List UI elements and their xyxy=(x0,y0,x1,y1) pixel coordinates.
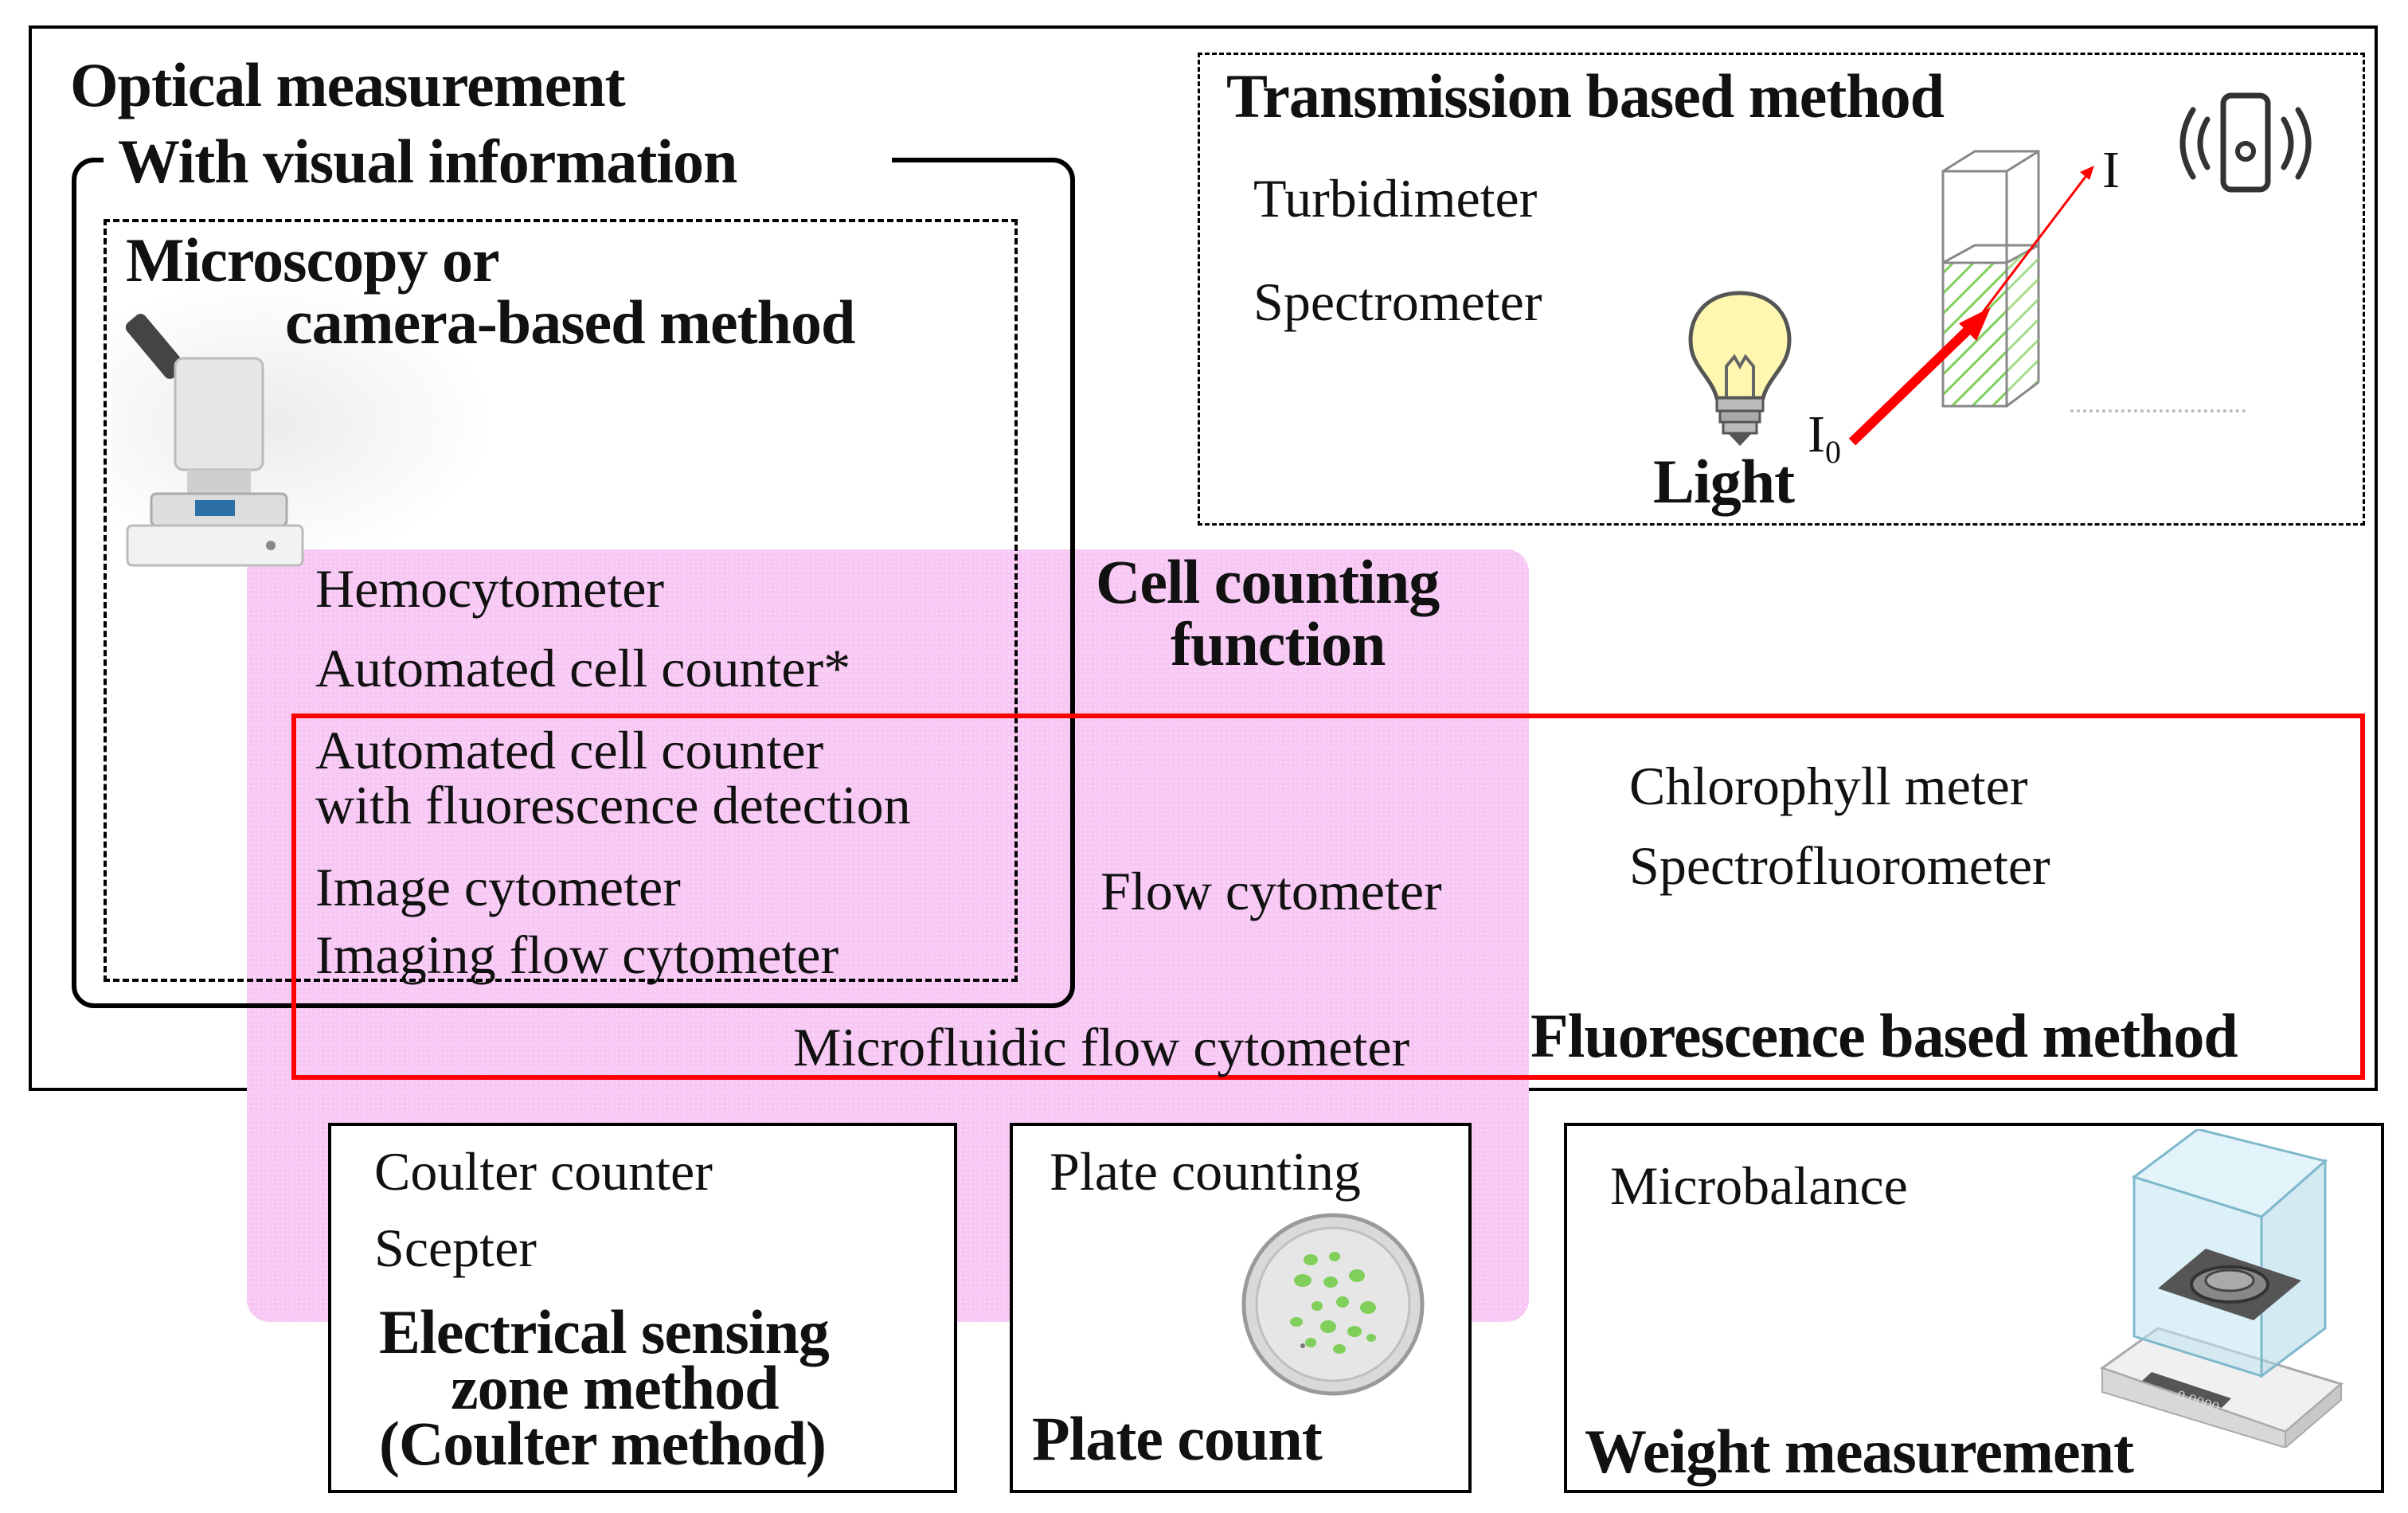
weight-title: Weight measurement xyxy=(1585,1417,2134,1486)
automated-fluor-label-2: with fluorescence detection xyxy=(315,775,911,835)
imaging-flow-label: Imaging flow cytometer xyxy=(315,925,839,985)
cell-counting-title-1: Cell counting xyxy=(1096,547,1440,616)
plate-count-title: Plate count xyxy=(1032,1404,1323,1473)
phone-signal-icon xyxy=(2179,92,2312,193)
fluorescence-title: Fluorescence based method xyxy=(1530,1001,2238,1070)
transmission-title: Transmission based method xyxy=(1226,61,1945,131)
scepter-label: Scepter xyxy=(374,1218,537,1278)
faint-dashes xyxy=(2070,409,2246,412)
automated-counter-label: Automated cell counter* xyxy=(315,638,851,698)
microscopy-box xyxy=(104,219,1018,982)
turbidimeter-label: Turbidimeter xyxy=(1253,168,1538,229)
microscope-icon xyxy=(125,314,304,567)
visual-title: With visual information xyxy=(113,126,753,197)
incident-i-subscript: 0 xyxy=(1824,434,1841,471)
cuvette-icon xyxy=(1848,150,2094,446)
microscopy-title-1: Microscopy or xyxy=(126,225,500,295)
balance-icon: 0.0000 xyxy=(2099,1129,2344,1448)
hemocytometer-label: Hemocytometer xyxy=(315,558,665,619)
microbalance-label: Microbalance xyxy=(1610,1155,1908,1216)
petri-dish-icon xyxy=(1241,1213,1425,1396)
transmission-box xyxy=(1198,53,2365,526)
incident-i-text: I xyxy=(1808,405,1825,463)
flow-cytometer-label: Flow cytometer xyxy=(1100,861,1442,921)
incident-i0-label: I0 xyxy=(1808,405,1841,471)
spectrometer-label: Spectrometer xyxy=(1253,272,1542,332)
light-bulb-icon xyxy=(1688,291,1792,446)
image-cytometer-label: Image cytometer xyxy=(315,857,681,917)
electrical-box xyxy=(328,1123,957,1493)
electrical-title-2: zone method xyxy=(451,1353,779,1422)
electrical-title-3: (Coulter method) xyxy=(379,1409,827,1478)
light-label: Light xyxy=(1653,447,1795,516)
automated-fluor-label-1: Automated cell counter xyxy=(315,720,824,780)
chlorophyll-label: Chlorophyll meter xyxy=(1629,756,2028,816)
microfluidic-label: Microfluidic flow cytometer xyxy=(793,1017,1410,1077)
spectrofluorometer-label: Spectrofluorometer xyxy=(1629,835,2050,896)
optical-title: Optical measurement xyxy=(70,50,626,119)
fluorescence-box xyxy=(291,713,2365,1080)
plate-counting-label: Plate counting xyxy=(1050,1141,1361,1202)
cell-counting-title-2: function xyxy=(1171,609,1386,678)
electrical-title-1: Electrical sensing xyxy=(379,1297,830,1366)
microscopy-title-2: camera-based method xyxy=(285,287,855,357)
coulter-counter-label: Coulter counter xyxy=(374,1141,713,1202)
transmitted-i-label: I xyxy=(2102,141,2120,199)
